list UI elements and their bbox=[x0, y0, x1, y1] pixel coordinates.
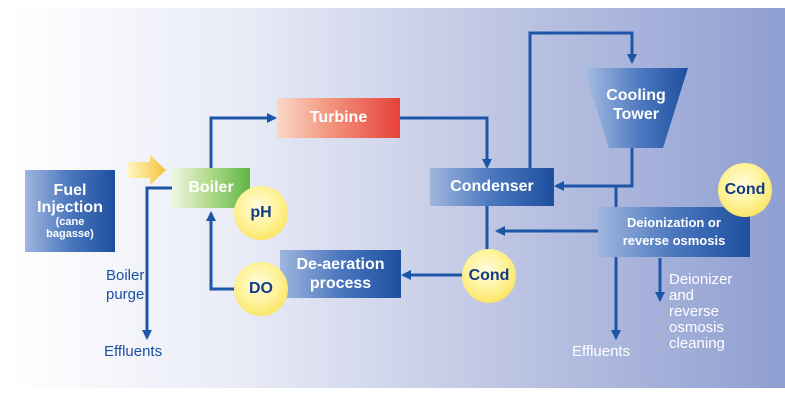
flow-boiler-purge bbox=[142, 186, 172, 340]
boiler-label: Boiler bbox=[188, 179, 234, 196]
deionization-label: Deionization or reverse osmosis bbox=[622, 215, 726, 248]
effluents-left-label: Effluents bbox=[104, 343, 163, 360]
cond-sensor-right-label: Cond bbox=[724, 181, 766, 198]
fuel-injection-label: Fuel Injection bbox=[37, 182, 103, 216]
flow-boiler-to-turbine bbox=[209, 113, 277, 174]
turbine-label: Turbine bbox=[309, 109, 368, 126]
cond-sensor-mid-label: Cond bbox=[468, 267, 510, 284]
do-sensor-label: DO bbox=[249, 280, 273, 297]
cond-sensor-right: Cond bbox=[718, 163, 772, 217]
fuel-injection-box: Fuel Injection (cane bagasse) bbox=[25, 170, 115, 252]
deionization-box: Deionization or reverse osmosis bbox=[598, 207, 750, 257]
cooling-tower-label-wrap: Cooling Tower bbox=[584, 80, 688, 130]
boiler-purge-label: Boiler purge bbox=[106, 267, 145, 303]
cond-sensor-mid: Cond bbox=[462, 249, 516, 303]
deaeration-label: De-aeration process bbox=[296, 256, 385, 292]
flow-do-to-boiler bbox=[206, 211, 236, 291]
flow-cooling-tower-to-condenser bbox=[554, 148, 634, 191]
deionizer-cleaning-label: Deionizer and reverse osmosis cleaning bbox=[669, 271, 733, 352]
flow-turbine-to-condenser bbox=[400, 116, 492, 169]
effluents-right-label: Effluents bbox=[572, 343, 631, 360]
condenser-label: Condenser bbox=[450, 178, 534, 195]
do-sensor: DO bbox=[234, 262, 288, 316]
condenser-box: Condenser bbox=[430, 168, 554, 206]
flow-condenser-to-cooling-tower bbox=[528, 31, 637, 168]
turbine-box: Turbine bbox=[277, 98, 400, 138]
ph-sensor: pH bbox=[234, 186, 288, 240]
fuel-feed-arrow bbox=[127, 155, 166, 185]
fuel-injection-sublabel: (cane bagasse) bbox=[46, 216, 94, 240]
ph-sensor-label: pH bbox=[250, 204, 272, 221]
cooling-tower-label: Cooling Tower bbox=[606, 87, 666, 123]
deaeration-box: De-aeration process bbox=[280, 250, 401, 298]
